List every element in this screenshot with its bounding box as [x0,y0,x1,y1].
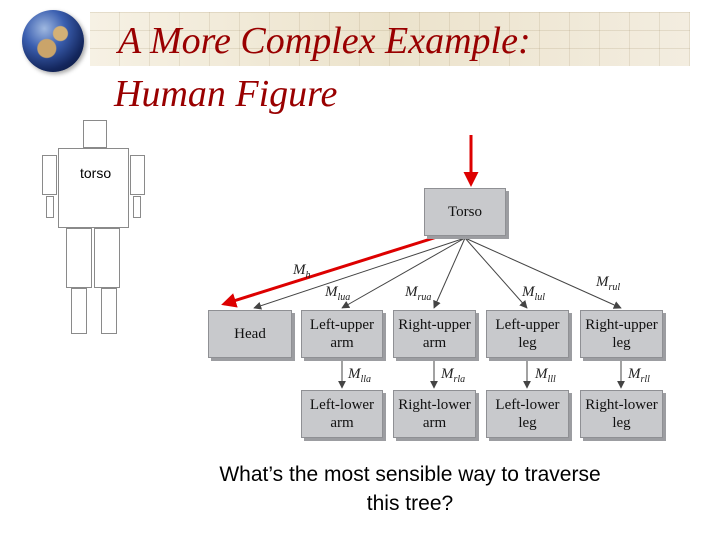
edge-label-mlla: Mlla [348,366,372,385]
edge-label-mrll: Mrll [628,366,650,385]
node-left-lower-leg: Left-lower leg [486,390,569,438]
edge-torso-head [253,237,466,310]
slide-title-line1: A More Complex Example: [118,20,531,62]
edge-torso-left-upper-leg [464,237,528,309]
node-left-upper-leg: Left-upper leg [486,310,569,358]
edge-torso-right-upper-leg [464,237,622,309]
figure-torso [58,148,129,228]
node-right-lower-leg: Right-lower leg [580,390,663,438]
node-right-lower-arm: Right-lower arm [393,390,476,438]
figure-right-upper-leg [94,228,120,288]
edge-torso-right-upper-arm [433,237,466,309]
edge-label-mlll: Mlll [535,366,556,385]
node-right-upper-leg: Right-upper leg [580,310,663,358]
question-text: What’s the most sensible way to traverse… [219,463,601,515]
node-right-upper-arm: Right-upper arm [393,310,476,358]
torso-label: torso [80,165,112,181]
figure-right-lower-leg [101,288,117,334]
node-left-lower-arm: Left-lower arm [301,390,383,438]
edge-torso-left-upper-arm [341,237,466,309]
edge-label-mlul: Mlul [522,284,546,303]
figure-left-upper-leg [66,228,92,288]
edge-label-mrul: Mrul [596,274,621,293]
edge-label-mh: Mh [293,262,311,281]
figure-right-upper-arm [130,155,145,195]
slide-title-line2: Human Figure [114,73,338,115]
edge-label-mrla: Mrla [441,366,466,385]
figure-head [83,120,107,148]
figure-left-lower-leg [71,288,87,334]
node-left-upper-arm: Left-upper arm [301,310,383,358]
figure-left-lower-arm [46,196,54,218]
node-torso: Torso [424,188,506,236]
edge-label-mrua: Mrua [405,284,432,303]
globe-icon [22,10,84,72]
red-arrow-torso-to-head [221,235,438,308]
title-banner [90,12,690,66]
figure-left-upper-arm [42,155,57,195]
node-head: Head [208,310,292,358]
figure-right-lower-arm [133,196,141,218]
edge-label-mlua: Mlua [325,284,351,303]
